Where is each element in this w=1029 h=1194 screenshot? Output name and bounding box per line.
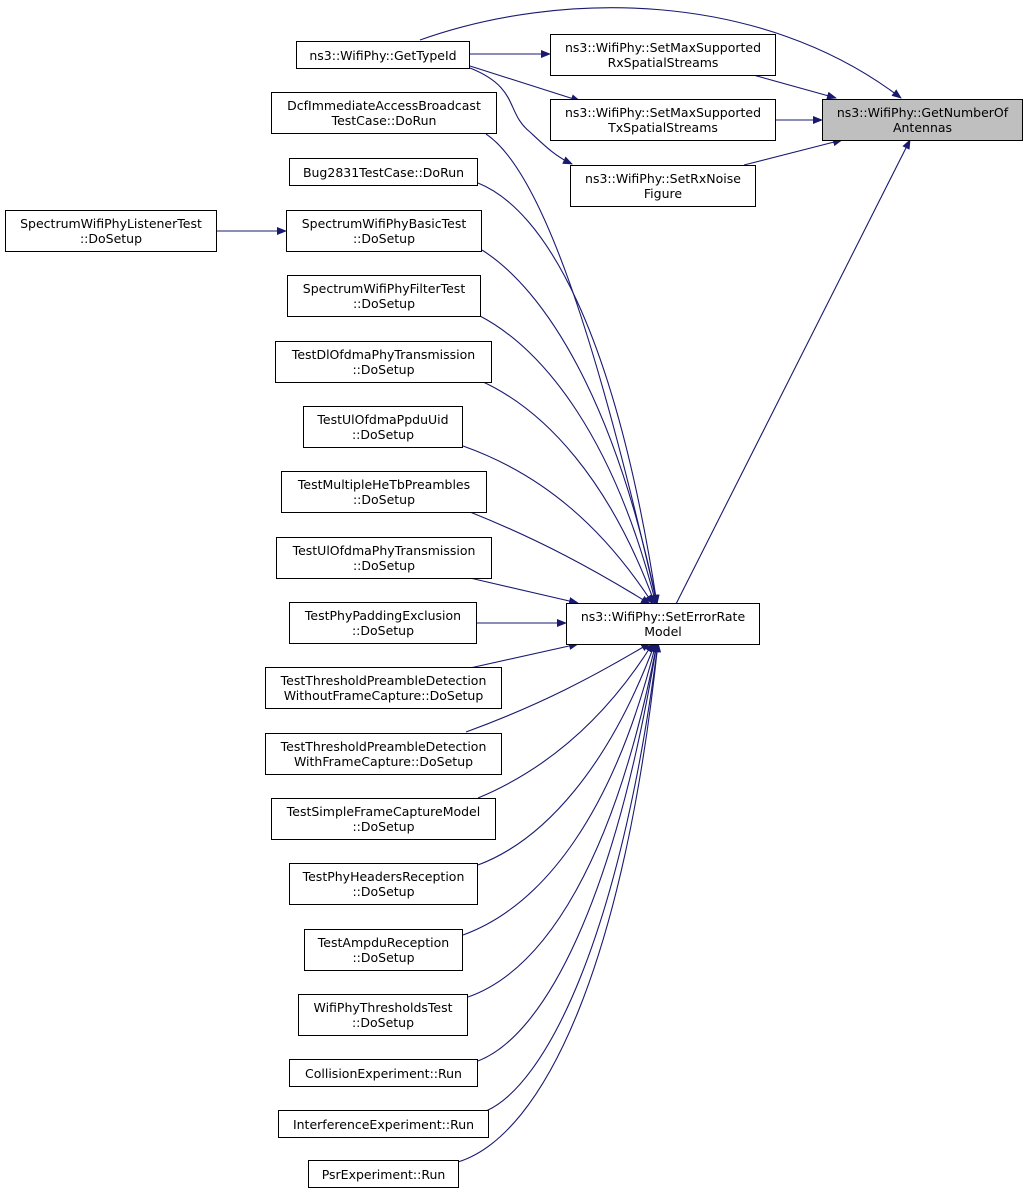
node-label-line: PsrExperiment::Run — [321, 1166, 446, 1182]
node-collisionexperiment[interactable]: CollisionExperiment::Run — [289, 1059, 478, 1087]
node-label-line: ::DoSetup — [352, 231, 416, 246]
node-label-line: ns3::WifiPhy::SetErrorRate — [580, 609, 746, 624]
node-label-line: ::DoSetup — [352, 558, 416, 573]
node-label-line: ::DoSetup — [352, 884, 415, 899]
node-label-line: ::DoSetup — [351, 427, 415, 442]
node-label-line: ns3::WifiPhy::GetNumberOf — [836, 105, 1009, 120]
node-label-line: RxSpatialStreams — [607, 55, 719, 70]
node-label-line: TestSimpleFrameCaptureModel — [286, 804, 481, 819]
node-testdlofdmaphytransmission[interactable]: TestDlOfdmaPhyTransmission ::DoSetup — [275, 341, 492, 383]
node-label-line: Antennas — [892, 120, 953, 135]
node-label-line: ns3::WifiPhy::SetRxNoise — [585, 171, 741, 186]
node-label-line: TestPhyHeadersReception — [302, 869, 465, 884]
node-label-line: ns3::WifiPhy::SetMaxSupported — [564, 105, 762, 120]
node-label-line: SpectrumWifiPhyBasicTest — [301, 216, 467, 231]
node-label-line: TestDlOfdmaPhyTransmission — [291, 347, 476, 362]
node-label-line: Bug2831TestCase::DoRun — [302, 164, 465, 180]
node-psrexperiment[interactable]: PsrExperiment::Run — [308, 1160, 459, 1188]
edge-gettypeid-to-setmaxtx — [469, 65, 581, 103]
node-wifiphythresholdstest[interactable]: WifiPhyThresholdsTest ::DoSetup — [298, 994, 468, 1036]
node-label-line: TestUlOfdmaPhyTransmission — [292, 543, 476, 558]
node-spectrumwifiphyfiltertest[interactable]: SpectrumWifiPhyFilterTest ::DoSetup — [287, 275, 481, 317]
edge-gettypeid-to-setrxnoise — [469, 67, 573, 165]
node-label-line: TestAmpduReception — [317, 935, 450, 950]
node-label-line: ::DoSetup — [351, 623, 415, 638]
node-label-line: TestPhyPaddingExclusion — [304, 608, 462, 623]
node-label-line: Figure — [643, 186, 683, 201]
edge-testthreshwithout-to-seterrorrate — [469, 642, 579, 669]
edge-spectrumbasic-to-seterrorrate — [481, 249, 660, 605]
node-label-line: SpectrumWifiPhyFilterTest — [302, 281, 466, 296]
edge-setrxnoise-to-getnumberofantennas — [743, 138, 843, 166]
edge-testulppdu-to-seterrorrate — [462, 445, 654, 605]
node-label-line: ::DoSetup — [79, 231, 143, 246]
node-testphyheadersreception[interactable]: TestPhyHeadersReception ::DoSetup — [289, 863, 478, 905]
node-label-line: WifiPhyThresholdsTest — [313, 1000, 453, 1015]
node-label-line: TxSpatialStreams — [608, 120, 718, 135]
edge-testthreshwith-to-seterrorrate — [465, 642, 651, 733]
node-label-line: TestCase::DoRun — [331, 113, 437, 128]
edge-spectrumfilter-to-seterrorrate — [479, 315, 658, 605]
node-label-line: TestUlOfdmaPpduUid — [317, 412, 449, 427]
node-interferenceexperiment[interactable]: InterferenceExperiment::Run — [278, 1110, 489, 1138]
edge-testmultiplehetb-to-seterrorrate — [469, 511, 651, 605]
edge-thresholdstest-to-seterrorrate — [467, 642, 660, 998]
node-spectrumwifiphybasictest[interactable]: SpectrumWifiPhyBasicTest ::DoSetup — [286, 210, 482, 252]
node-testsimpleframecapturemodel[interactable]: TestSimpleFrameCaptureModel ::DoSetup — [271, 798, 496, 840]
node-testulofdmaphytransmission[interactable]: TestUlOfdmaPhyTransmission ::DoSetup — [276, 537, 492, 579]
node-label-line: TestThresholdPreambleDetection — [280, 739, 487, 754]
node-label-line: ns3::WifiPhy::SetMaxSupported — [564, 40, 762, 55]
edge-setmaxrx-to-getnumberofantennas — [745, 72, 837, 100]
node-getnumberofantennas: ns3::WifiPhy::GetNumberOf Antennas — [822, 99, 1023, 141]
edge-testdlofdma-to-seterrorrate — [480, 380, 656, 605]
edge-psr-to-seterrorrate — [457, 642, 662, 1163]
node-setmaxsupportedrx[interactable]: ns3::WifiPhy::SetMaxSupported RxSpatialS… — [550, 34, 776, 76]
node-label-line: ::DoSetup — [351, 1015, 415, 1030]
node-label-line: TestThresholdPreambleDetection — [280, 673, 487, 688]
node-label-line: SpectrumWifiPhyListenerTest — [20, 216, 202, 231]
node-gettypeid[interactable]: ns3::WifiPhy::GetTypeId — [296, 41, 470, 69]
node-label-line: CollisionExperiment::Run — [305, 1065, 462, 1081]
node-spectrumwifiphylistenertest[interactable]: SpectrumWifiPhyListenerTest ::DoSetup — [5, 210, 217, 252]
node-setrxnoisefigure[interactable]: ns3::WifiPhy::SetRxNoise Figure — [570, 165, 756, 207]
edge-testulofdma-to-seterrorrate — [469, 577, 579, 605]
node-label-line: Model — [644, 624, 682, 639]
node-seterrorratemodel[interactable]: ns3::WifiPhy::SetErrorRate Model — [566, 603, 760, 645]
node-label-line: ns3::WifiPhy::GetTypeId — [309, 47, 457, 63]
node-setmaxsupportedtx[interactable]: ns3::WifiPhy::SetMaxSupported TxSpatialS… — [550, 99, 776, 141]
node-label-line: WithFrameCapture::DoSetup — [293, 754, 474, 769]
edge-interference-to-seterrorrate — [485, 642, 661, 1112]
edge-bug2831-to-seterrorrate — [477, 182, 660, 605]
node-label-line: ::DoSetup — [352, 362, 415, 377]
node-testulofdmappduuid[interactable]: TestUlOfdmaPpduUid ::DoSetup — [303, 406, 463, 448]
node-label-line: ::DoSetup — [352, 950, 415, 965]
node-testmultiplehetbpreambles[interactable]: TestMultipleHeTbPreambles ::DoSetup — [281, 471, 487, 513]
edge-collision-to-seterrorrate — [477, 642, 660, 1062]
node-testthresholdpreambledetection-without[interactable]: TestThresholdPreambleDetection WithoutFr… — [265, 667, 502, 709]
node-label-line: ::DoSetup — [352, 296, 416, 311]
node-label-line: ::DoSetup — [352, 492, 416, 507]
edge-testampdu-to-seterrorrate — [462, 642, 658, 936]
node-testampdureception[interactable]: TestAmpduReception ::DoSetup — [304, 929, 463, 971]
node-label-line: ::DoSetup — [352, 819, 415, 834]
node-dcfimmediateaccessbroadcast[interactable]: DcfImmediateAccessBroadcast TestCase::Do… — [271, 92, 497, 134]
node-bug2831testcase[interactable]: Bug2831TestCase::DoRun — [289, 158, 478, 186]
edge-testheaders-to-seterrorrate — [477, 642, 656, 866]
node-testphypaddingexclusion[interactable]: TestPhyPaddingExclusion ::DoSetup — [289, 602, 477, 644]
edge-seterrorrate-to-getnumberofantennas — [675, 139, 911, 605]
node-label-line: InterferenceExperiment::Run — [292, 1116, 475, 1132]
edge-dcfimmediate-to-seterrorrate — [485, 133, 659, 605]
node-label-line: DcfImmediateAccessBroadcast — [287, 98, 481, 113]
edge-testsimplecapture-to-seterrorrate — [477, 642, 654, 799]
node-testthresholdpreambledetection-with[interactable]: TestThresholdPreambleDetection WithFrame… — [265, 733, 502, 775]
node-label-line: TestMultipleHeTbPreambles — [297, 477, 471, 492]
node-label-line: WithoutFrameCapture::DoSetup — [283, 688, 484, 703]
edge-gettypeid-to-getnumberofantennas — [419, 7, 902, 99]
